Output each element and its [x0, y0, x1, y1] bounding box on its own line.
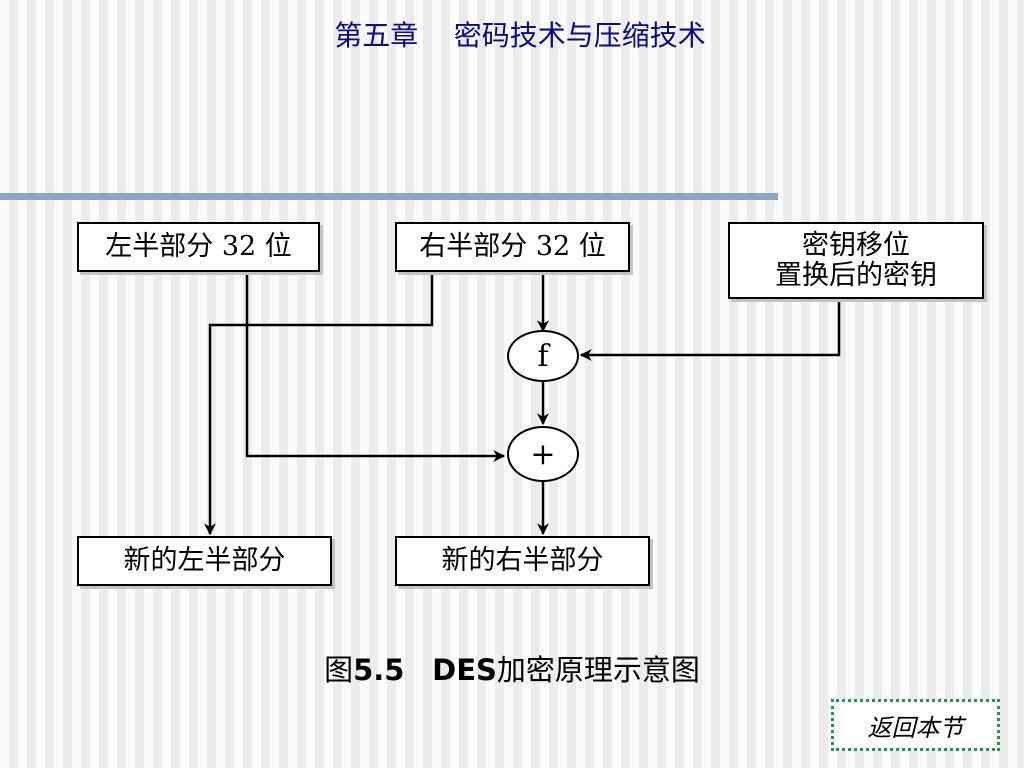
wire-left-to-xor [245, 272, 506, 462]
key-box: 密钥移位 置换后的密钥 [728, 222, 984, 299]
f-function-label: f [537, 338, 549, 374]
new-left-box: 新的左半部分 [77, 536, 332, 586]
caption-text: 加密原理示意图 [496, 653, 700, 687]
xor-label: + [530, 436, 556, 472]
new-right-label: 新的右半部分 [441, 545, 604, 576]
caption-des: DES [432, 653, 497, 687]
slide-title: 第五章 密码技术与压缩技术 [334, 19, 706, 52]
wire-right-to-new-left [204, 272, 434, 536]
new-right-box: 新的右半部分 [395, 536, 650, 586]
key-label-line2: 置换后的密钥 [775, 259, 937, 291]
left-half-box: 左半部分 32 位 [77, 222, 320, 272]
right-half-label: 右半部分 32 位 [419, 231, 606, 262]
xor-node: + [507, 426, 579, 482]
key-label-line1: 密钥移位 [802, 229, 910, 261]
title-divider [0, 193, 778, 200]
caption-number: 5.5 [353, 653, 405, 687]
back-to-section-button[interactable]: 返回本节 [831, 699, 1000, 751]
back-to-section-label: 返回本节 [867, 713, 964, 742]
left-half-label: 左半部分 32 位 [105, 231, 292, 262]
wire-key-to-f [579, 299, 841, 361]
figure-caption: 图5.5 DES加密原理示意图 [0, 647, 1024, 689]
f-function-node: f [507, 330, 579, 382]
caption-prefix: 图 [324, 653, 354, 687]
new-left-label: 新的左半部分 [123, 545, 286, 576]
right-half-box: 右半部分 32 位 [395, 222, 630, 272]
